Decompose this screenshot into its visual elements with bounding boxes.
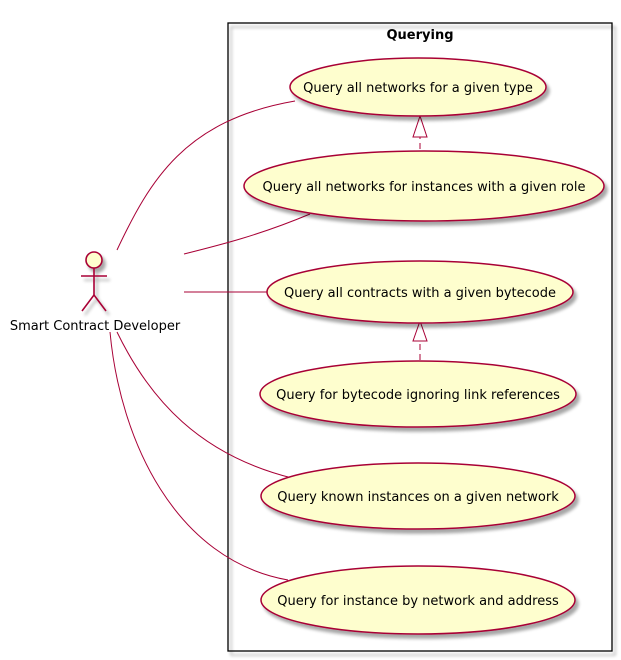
use-case-3: Query all contracts with a given bytecod… — [266, 260, 574, 324]
generalization-1 — [412, 114, 428, 149]
association-line-2 — [183, 213, 311, 255]
use-case-label: Query all networks for a given type — [303, 81, 533, 96]
generalization-2 — [412, 319, 428, 360]
actor-left-leg — [81, 294, 95, 312]
use-case-label: Query known instances on a given network — [277, 490, 559, 505]
association-line-5 — [109, 331, 289, 581]
use-case-2: Query all networks for instances with a … — [243, 150, 605, 222]
use-case-4: Query for bytecode ignoring link referen… — [259, 360, 577, 428]
use-case-5: Query known instances on a given network — [260, 462, 576, 530]
boundary-title: Querying — [386, 28, 453, 43]
association-line-4 — [116, 331, 293, 479]
use-case-label: Query for bytecode ignoring link referen… — [276, 388, 560, 403]
system-boundary: Querying — [227, 22, 613, 652]
use-case-6: Query for instance by network and addres… — [260, 565, 576, 635]
use-case-label: Query for instance by network and addres… — [277, 594, 559, 609]
actor-head — [85, 251, 103, 269]
use-case-label: Query all contracts with a given bytecod… — [284, 286, 556, 301]
actor-right-leg — [93, 294, 107, 312]
use-case-1: Query all networks for a given type — [289, 57, 547, 117]
actor-figure — [81, 251, 107, 312]
associations — [109, 100, 311, 581]
use-case-label: Query all networks for instances with a … — [262, 180, 585, 195]
actor-label: Smart Contract Developer — [10, 319, 181, 334]
association-line-1 — [116, 100, 296, 251]
